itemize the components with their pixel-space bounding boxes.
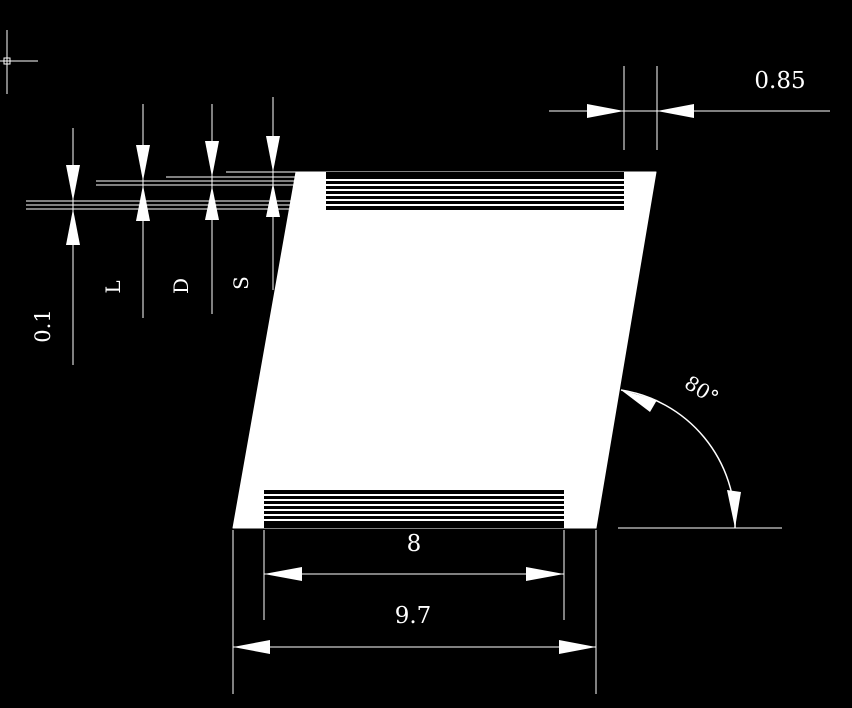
dimension-left-stack [26,97,296,365]
dimension-angle-label: 80° [680,370,723,409]
crosshair-cursor-icon [0,30,38,94]
dimension-bottom-outer: 9.7 [232,530,597,694]
dimension-left-offset-label: 0.1 [31,309,55,342]
dimension-bottom-outer-label: 9.7 [395,603,432,629]
dimension-bottom-inner-label: 8 [407,531,422,557]
dimension-top-gap: 0.85 [549,66,830,150]
dimension-angle: 80° [618,370,782,529]
dimension-bottom-inner: 8 [263,530,565,620]
layer-D-label: D [169,278,193,294]
layer-S-label: S [229,276,253,290]
dimension-top-gap-label: 0.85 [754,68,805,94]
dimension-left-arrows [66,136,280,245]
layer-L-label: L [101,280,125,293]
component-body [232,171,657,529]
